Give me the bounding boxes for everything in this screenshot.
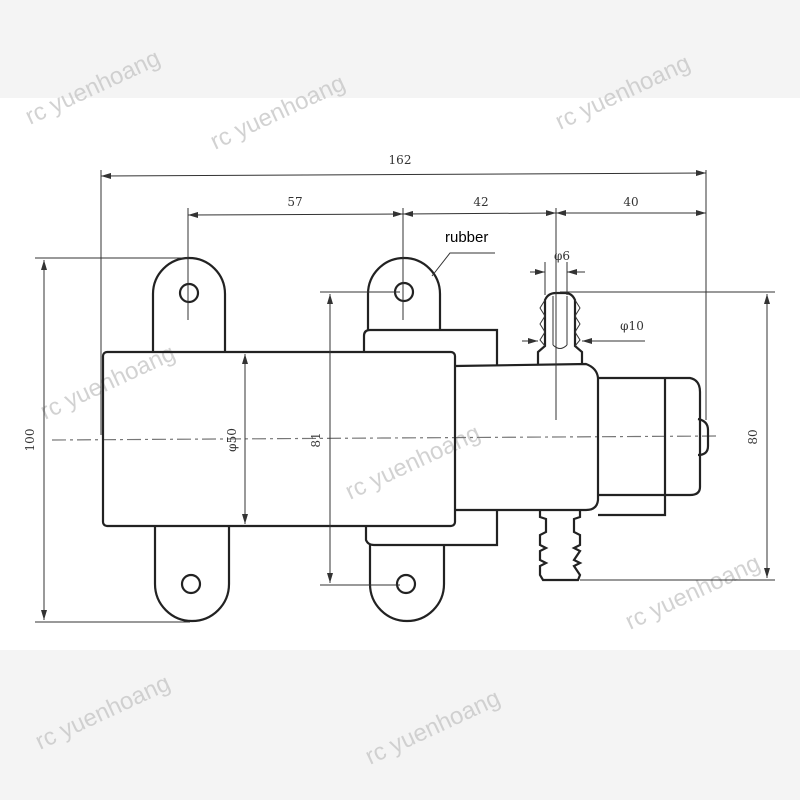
lug-top-right-rubber bbox=[366, 256, 442, 330]
dim-phi6-label: φ6 bbox=[554, 249, 570, 263]
lug-hole bbox=[178, 282, 200, 304]
motor-body bbox=[101, 350, 457, 528]
lug-bottom-right bbox=[368, 545, 446, 623]
drawing-sheet bbox=[0, 98, 800, 650]
watermark: rc yuenhoang bbox=[206, 69, 349, 155]
pump-head bbox=[454, 362, 600, 512]
dim-phi10-label: φ10 bbox=[620, 319, 644, 333]
centerline bbox=[51, 435, 721, 441]
lug-bottom-left bbox=[153, 526, 231, 623]
dim-100-label: 100 bbox=[23, 429, 37, 452]
dim-57 bbox=[187, 211, 404, 218]
inlet-barb bbox=[538, 510, 583, 582]
extension-lines bbox=[35, 170, 775, 623]
dim-40-label: 40 bbox=[623, 195, 638, 209]
dim-162 bbox=[100, 170, 707, 179]
pump-end-flange bbox=[598, 378, 667, 517]
watermark: rc yuenhoang bbox=[21, 44, 164, 130]
rubber-housing-bottom bbox=[364, 510, 499, 547]
lug-hole bbox=[395, 573, 417, 595]
pump-end-cap bbox=[598, 376, 702, 497]
dim-162-label: 162 bbox=[389, 153, 412, 167]
watermark: rc yuenhoang bbox=[361, 684, 504, 770]
rubber-housing-top bbox=[362, 328, 499, 365]
watermark: rc yuenhoang bbox=[551, 49, 694, 135]
watermark: rc yuenhoang bbox=[341, 419, 484, 505]
rubber-leader bbox=[431, 252, 495, 277]
dim-57-label: 57 bbox=[287, 195, 302, 209]
dim-42-label: 42 bbox=[473, 195, 488, 209]
end-nub bbox=[697, 417, 710, 457]
watermark: rc yuenhoang bbox=[621, 549, 764, 635]
outlet-barb bbox=[536, 291, 584, 364]
lug-hole bbox=[180, 573, 202, 595]
rubber-callout: rubber bbox=[445, 229, 488, 246]
dim-80-label: 80 bbox=[746, 429, 760, 444]
lug-top-left bbox=[151, 256, 227, 352]
watermark: rc yuenhoang bbox=[31, 669, 174, 755]
dim-phi50-label: φ50 bbox=[225, 428, 239, 452]
dim-81-label: 81 bbox=[309, 432, 323, 447]
dim-42 bbox=[402, 210, 557, 217]
